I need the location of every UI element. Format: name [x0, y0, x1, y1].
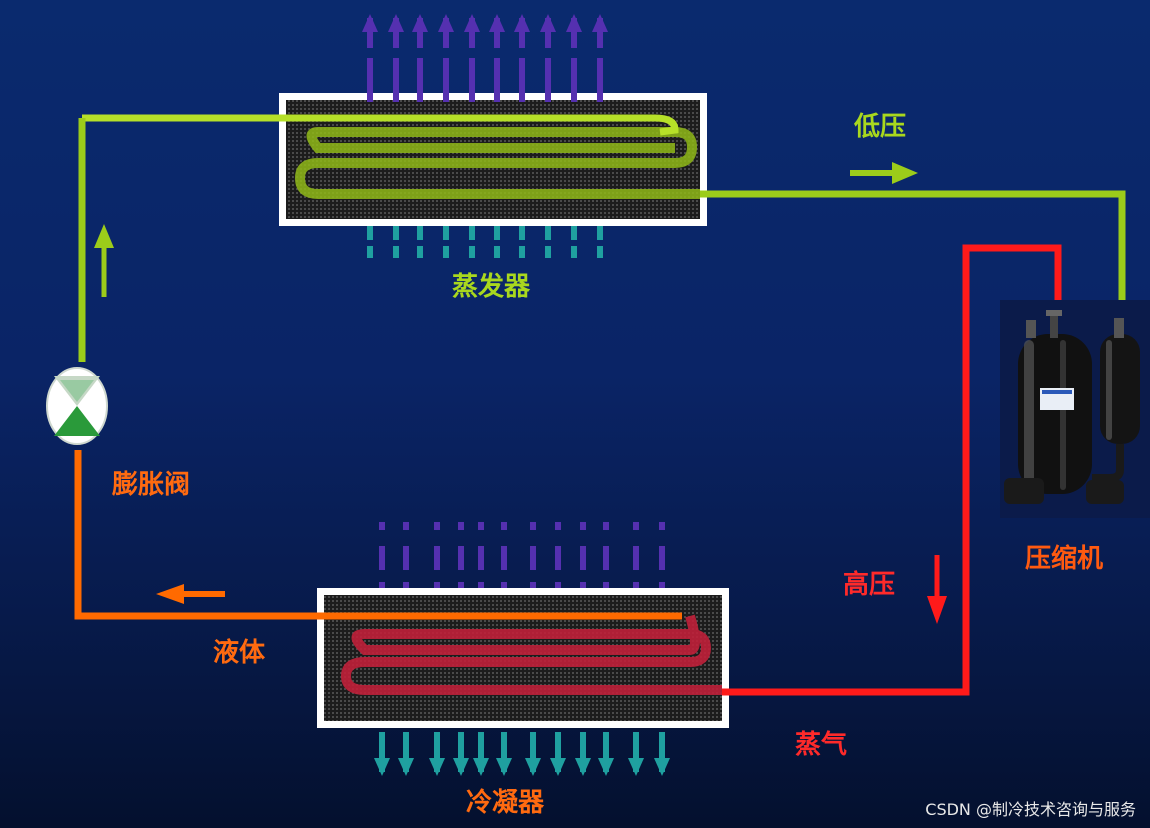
condenser-coil — [340, 614, 722, 695]
heat-flow-arrow — [525, 732, 541, 776]
discharge-line — [722, 244, 1062, 696]
heat-flow-arrow — [514, 14, 530, 108]
compressor-icon — [1000, 300, 1150, 518]
arrow-up-icon — [94, 224, 114, 297]
condenser-heat-arrows — [374, 732, 670, 776]
condenser-label: 冷凝器 — [466, 788, 545, 818]
heat-flow-arrow — [489, 14, 505, 108]
vapor-label: 蒸气 — [795, 730, 848, 760]
heat-release-arrows-top — [362, 14, 608, 108]
heat-flow-arrow — [412, 14, 428, 108]
heat-flow-arrow — [628, 732, 644, 776]
heat-flow-arrow — [429, 732, 445, 776]
heat-flow-arrow — [473, 732, 489, 776]
heat-flow-arrow — [592, 14, 608, 108]
low-pressure-label: 低压 — [854, 112, 907, 142]
heat-flow-arrow — [374, 732, 390, 776]
high-pressure-label: 高压 — [843, 570, 896, 600]
heat-flow-arrow — [496, 732, 512, 776]
evaporator-label: 蒸发器 — [452, 272, 531, 302]
heat-flow-arrow — [540, 14, 556, 108]
heat-flow-arrow — [566, 14, 582, 108]
liquid-line — [74, 450, 682, 620]
heat-flow-arrow — [654, 732, 670, 776]
expansion-valve-label: 膨胀阀 — [112, 470, 191, 500]
heat-flow-arrow — [464, 14, 480, 108]
heat-flow-arrow — [550, 732, 566, 776]
heat-flow-arrow — [453, 732, 469, 776]
condenser — [317, 588, 729, 728]
heat-absorption-arrows — [367, 150, 603, 258]
heat-flow-arrow — [598, 732, 614, 776]
evaporator-coil — [294, 127, 700, 199]
expansion-valve-icon — [46, 367, 108, 445]
arrow-left-icon — [156, 584, 225, 604]
heat-flow-arrow — [388, 14, 404, 108]
heat-flow-arrow — [438, 14, 454, 108]
heat-flow-arrow — [575, 732, 591, 776]
arrow-down-icon — [927, 555, 947, 624]
evaporator — [82, 93, 707, 226]
compressor-label: 压缩机 — [1025, 544, 1104, 574]
heat-flow-arrow — [398, 732, 414, 776]
watermark: CSDN @制冷技术咨询与服务 — [925, 800, 1136, 819]
suction-line — [700, 190, 1126, 306]
liquid-label: 液体 — [213, 638, 266, 668]
arrow-right-icon — [850, 162, 918, 184]
heat-flow-arrow — [362, 14, 378, 108]
